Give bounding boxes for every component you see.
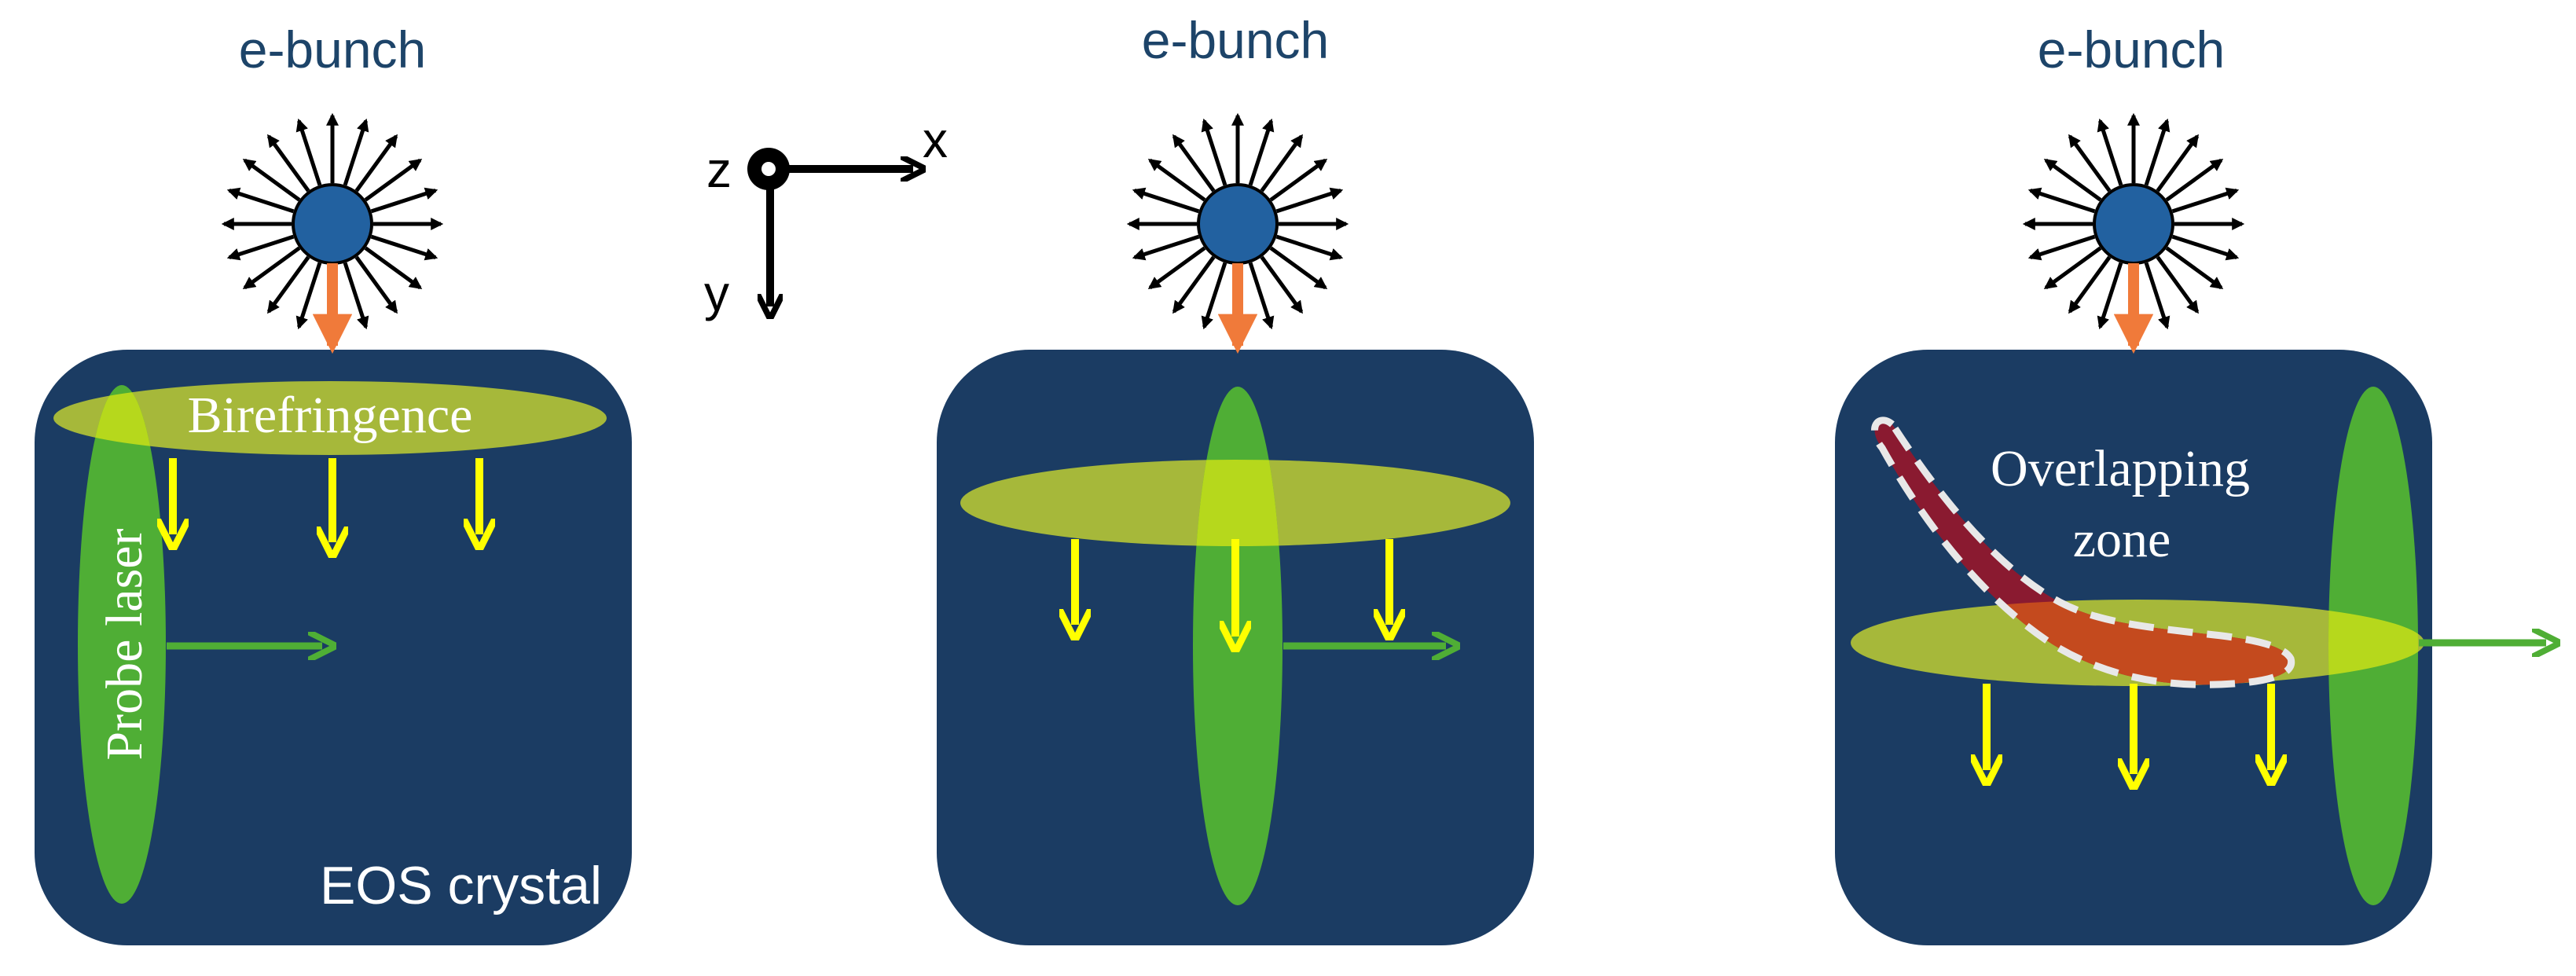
field-line-arrow	[2165, 158, 2224, 202]
field-line-arrow	[2156, 255, 2200, 314]
probe-laser-label: Probe laser	[96, 528, 153, 760]
overlapping-zone-in-band	[1874, 600, 2292, 685]
overlap-region-2	[1193, 460, 1282, 546]
field-line-arrow	[226, 234, 295, 261]
field-line-arrow	[370, 234, 439, 261]
field-line-arrow	[1172, 255, 1216, 314]
field-line-arrow	[2043, 246, 2102, 290]
field-line-arrow	[295, 118, 322, 186]
field-line-arrow	[2043, 158, 2102, 202]
axis-label-z: z	[706, 141, 732, 198]
bunch-label-3: e-bunch	[2038, 20, 2226, 79]
field-line-arrow	[2097, 262, 2123, 330]
field-line-arrow	[266, 255, 310, 314]
z-axis-dot-inner	[761, 162, 776, 176]
birefringence-label: Birefringence	[188, 387, 473, 444]
field-line-arrow	[1269, 158, 1328, 202]
field-line-arrow	[1260, 255, 1304, 314]
panel-1: e-bunch Birefringence Probe laser EOS cr…	[35, 20, 632, 945]
field-line-arrow	[1172, 134, 1216, 193]
birefringence-band-1	[53, 381, 607, 455]
field-line-arrow	[2165, 246, 2224, 290]
field-line-arrow	[295, 262, 322, 330]
field-line-arrow	[1260, 134, 1304, 193]
field-line-arrow	[343, 118, 369, 186]
bunch-label-2: e-bunch	[1142, 11, 1330, 69]
field-line-arrow	[2144, 262, 2171, 330]
field-line-arrow	[2156, 134, 2200, 193]
field-line-arrow	[354, 134, 398, 193]
field-line-arrow	[1269, 246, 1328, 290]
overlap-label-line1: Overlapping	[1991, 440, 2250, 497]
field-line-arrow	[226, 187, 295, 214]
field-line-arrow	[1201, 262, 1227, 330]
field-line-arrow	[364, 246, 423, 290]
field-line-arrow	[242, 246, 301, 290]
field-line-arrow	[1132, 234, 1200, 261]
field-line-arrow	[1248, 118, 1275, 186]
field-line-arrow	[2144, 118, 2171, 186]
eos-crystal-label: EOS crystal	[320, 856, 602, 915]
panel-3: e-bunch Overlapping zone	[1835, 20, 2546, 945]
field-line-arrow	[2171, 187, 2240, 214]
field-line-arrow	[242, 158, 301, 202]
field-line-arrow	[343, 262, 369, 330]
bunch-core	[292, 183, 373, 265]
overlapping-zone-outline	[1871, 416, 2295, 688]
field-line-arrow	[1201, 118, 1227, 186]
probe-laser-1	[78, 385, 166, 904]
field-line-arrow	[1275, 234, 1344, 261]
bunch-core	[2093, 183, 2174, 265]
field-line-arrow	[1248, 262, 1275, 330]
electron-bunch-3	[2022, 112, 2245, 336]
field-line-arrow	[2171, 234, 2240, 261]
overlap-label-line2: zone	[2073, 511, 2171, 568]
axis-label-x: x	[923, 112, 948, 168]
field-line-arrow	[2097, 118, 2123, 186]
field-line-arrow	[1147, 246, 1206, 290]
field-line-arrow	[2027, 187, 2096, 214]
panel-2: e-bunch	[937, 11, 1534, 945]
field-line-arrow	[1275, 187, 1344, 214]
field-line-arrow	[354, 255, 398, 314]
field-line-arrow	[364, 158, 423, 202]
electron-bunch-2	[1126, 112, 1349, 336]
field-line-arrow	[1132, 187, 1200, 214]
field-line-arrow	[370, 187, 439, 214]
field-line-arrow	[266, 134, 310, 193]
field-line-arrow	[1147, 158, 1206, 202]
coordinate-axes: x y z	[704, 112, 948, 321]
bunch-core	[1197, 183, 1279, 265]
field-line-arrow	[2068, 255, 2112, 314]
bunch-label-1: e-bunch	[239, 20, 427, 79]
field-line-arrow	[2068, 134, 2112, 193]
field-line-arrow	[2027, 234, 2096, 261]
axis-label-y: y	[704, 265, 729, 321]
